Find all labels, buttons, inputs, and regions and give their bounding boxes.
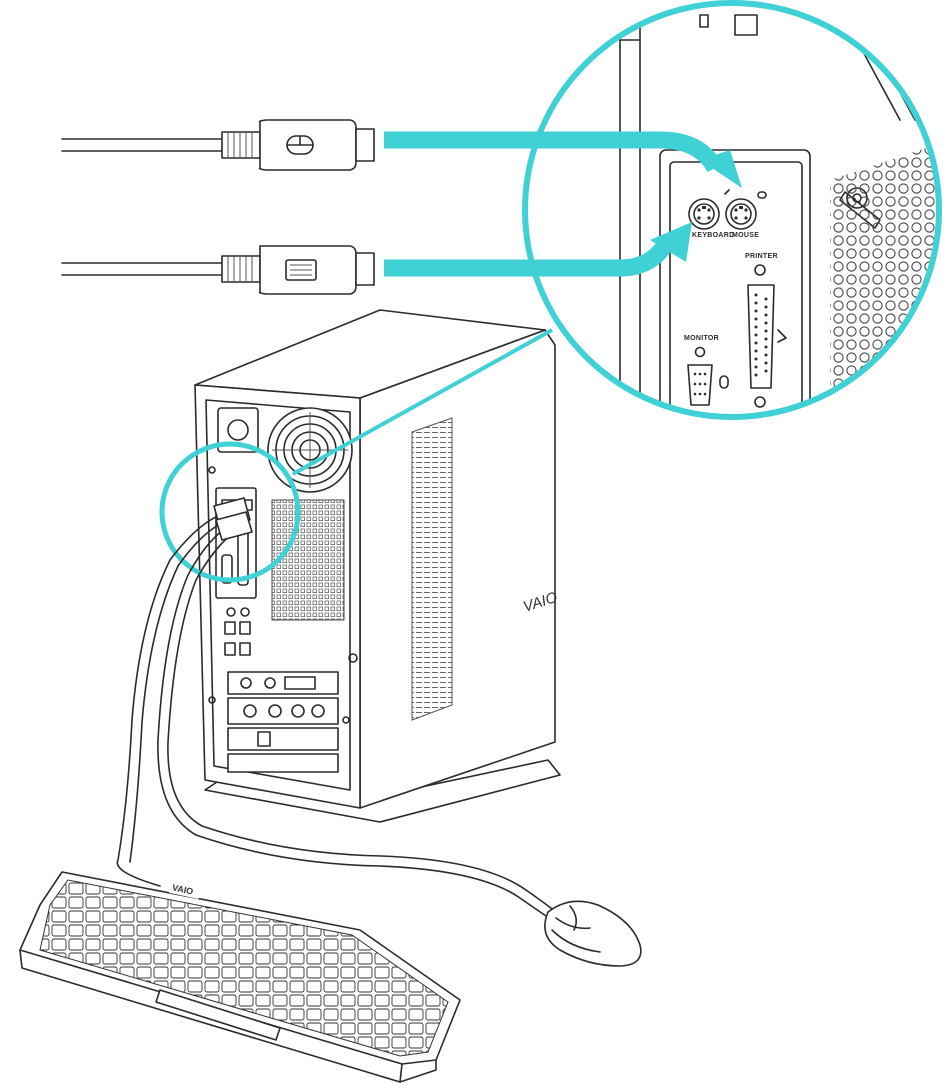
fan <box>267 407 353 493</box>
keyboard-logo: VAIO <box>171 882 194 896</box>
port-highlight-circle <box>159 441 301 583</box>
keyboard-arrow <box>384 222 692 277</box>
keyboard-port-label: KEYBOARD <box>692 232 734 239</box>
mouse-cable-run <box>157 521 557 921</box>
keyboard-plug-icon <box>285 259 317 281</box>
mouse-port <box>725 198 757 230</box>
keyboard-plug <box>221 245 375 295</box>
mouse <box>544 900 642 967</box>
monitor-port <box>687 346 729 406</box>
printer-port <box>747 264 787 408</box>
mouse-port-label: MOUSE <box>732 232 759 239</box>
mouse-arrow <box>384 131 742 188</box>
mouse-cable <box>61 119 375 171</box>
keyboard-port <box>688 198 720 230</box>
mouse-plug-icon <box>286 135 314 155</box>
keyboard-cable-run <box>116 511 235 887</box>
keyboard: VAIO <box>19 871 461 1083</box>
printer-port-label: PRINTER <box>745 253 778 260</box>
zoom-leader-line <box>292 328 553 476</box>
zoom-detail: KEYBOARD MOUSE PRINTER MONITOR <box>522 0 942 420</box>
keyboard-cable <box>61 245 375 295</box>
computer-tower: VAIO <box>194 309 561 823</box>
mouse-plug <box>221 119 375 171</box>
monitor-port-label: MONITOR <box>684 335 719 342</box>
